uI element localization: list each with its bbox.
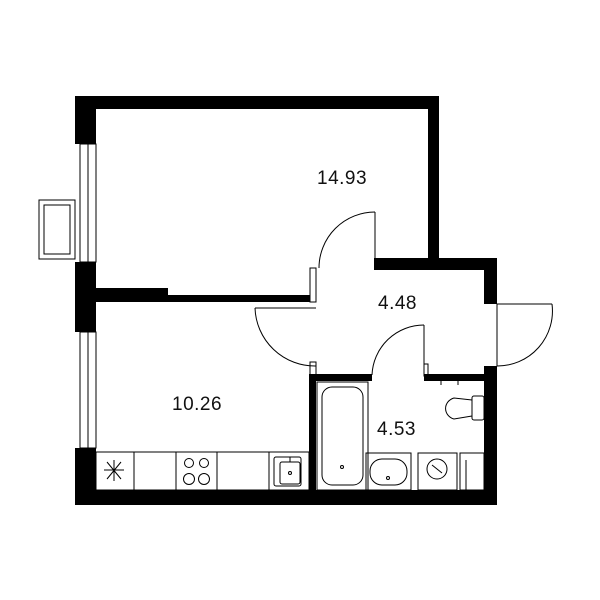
room-area-bedroom: 14.93 xyxy=(317,168,367,189)
room-labels: 14.93 4.48 10.26 4.53 xyxy=(172,168,417,440)
door-kitchen xyxy=(254,307,317,367)
room-area-kitchen-living: 10.26 xyxy=(172,394,222,415)
window-bedroom xyxy=(79,143,97,263)
wall-right-bathroom xyxy=(484,366,497,505)
toilet-icon xyxy=(445,395,485,421)
windows xyxy=(38,143,97,449)
window-kitchen xyxy=(79,331,97,449)
cabinet xyxy=(459,452,485,491)
wall-top xyxy=(75,96,439,109)
bathroom-fixtures xyxy=(316,379,485,491)
door-entrance xyxy=(496,303,553,367)
wall-right-upper-stub xyxy=(484,258,497,304)
wall-left-upper xyxy=(75,96,96,144)
door-bedroom xyxy=(318,211,376,269)
cooktop-icon xyxy=(183,458,210,485)
balcony-bedroom xyxy=(38,199,76,260)
wall-bathroom-left xyxy=(309,374,316,495)
doors xyxy=(254,211,553,376)
wall-partition-left xyxy=(96,288,168,302)
wall-bathroom-top-left xyxy=(309,374,372,381)
wall-right-bedroom xyxy=(428,96,439,268)
walls xyxy=(75,96,497,505)
vent-icon xyxy=(104,460,124,481)
washing-machine-icon xyxy=(417,452,458,491)
wall-bottom xyxy=(75,490,497,505)
partition-hall-bath xyxy=(309,361,317,377)
wall-bathroom-top-right xyxy=(424,374,486,381)
room-area-bathroom: 4.53 xyxy=(377,419,416,440)
bathtub-icon xyxy=(316,381,369,491)
wall-left-middle xyxy=(75,262,96,332)
wall-hall-top xyxy=(374,258,497,270)
kitchen-sink-icon xyxy=(273,456,302,487)
partition-kitchen-hall xyxy=(309,267,317,303)
towel-rail-icon xyxy=(439,379,460,385)
wall-partition-thin xyxy=(168,295,310,302)
washbasin-icon xyxy=(365,452,412,491)
kitchen-counter xyxy=(95,451,310,491)
door-bathroom xyxy=(371,324,425,376)
room-area-hall: 4.48 xyxy=(378,293,417,314)
